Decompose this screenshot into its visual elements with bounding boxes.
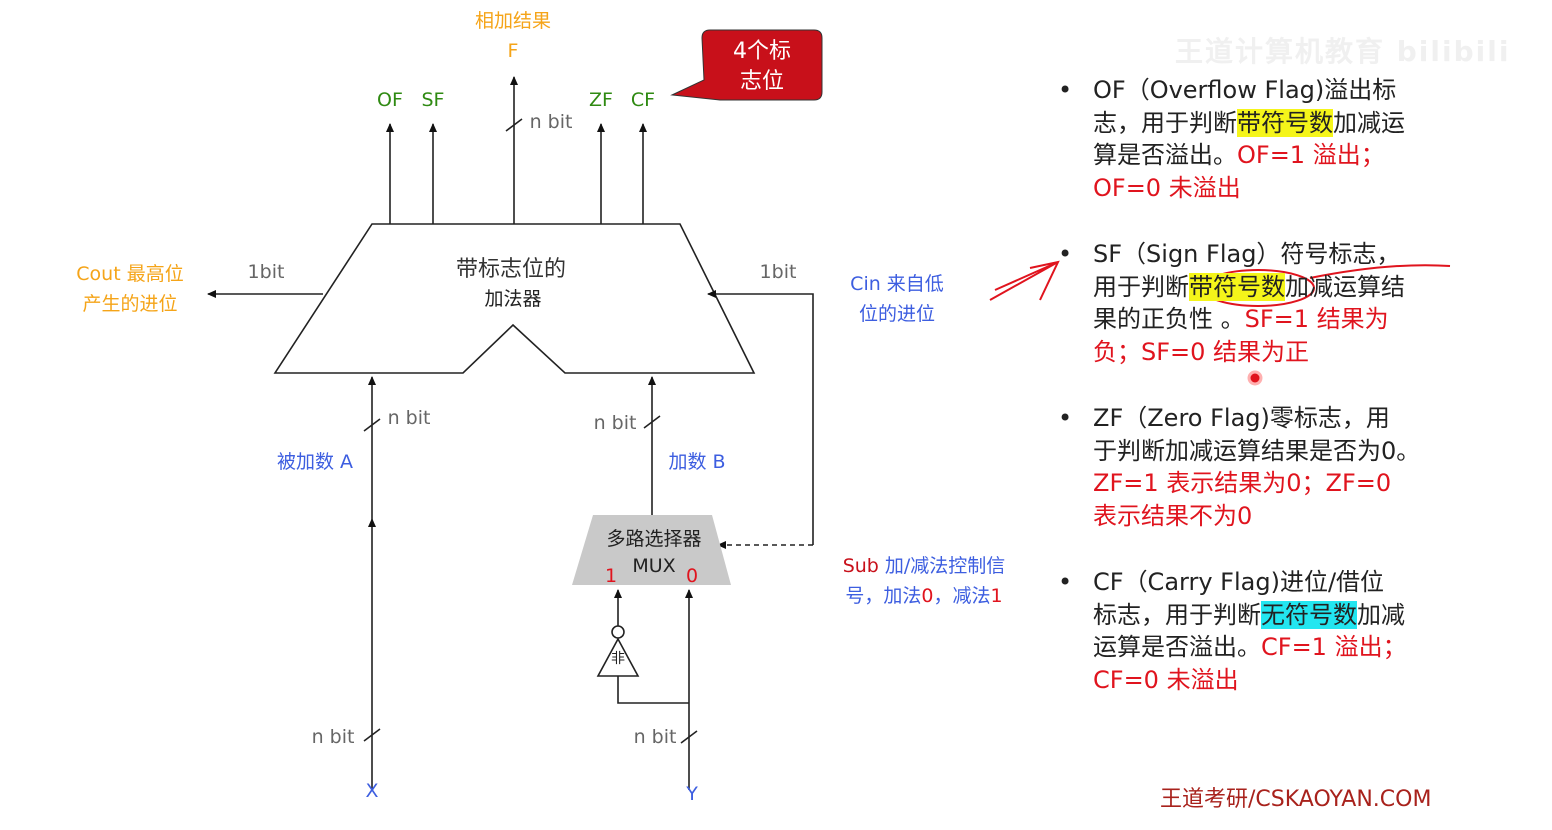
highlight-signed: 带符号数: [1237, 108, 1333, 137]
adder-label-2: 加法器: [484, 288, 541, 310]
cout-width: 1bit: [248, 261, 285, 283]
note-red: CF=1 溢出；: [1261, 633, 1407, 661]
note-text: 加减: [1357, 600, 1405, 629]
mux-title: 多路选择器: [606, 528, 701, 550]
highlight-unsigned: 无符号数: [1261, 600, 1357, 629]
sub-label-2: 号，加法0，减法1: [845, 585, 1002, 607]
input-y: Y: [685, 783, 698, 805]
note-red: ZF=1 表示结果为0；ZF=0: [1093, 469, 1392, 497]
note-red: CF=0 未溢出: [1093, 665, 1239, 694]
watermark: 王道计算机教育 bilibili: [1175, 35, 1511, 68]
mux-input-1: 1: [605, 565, 617, 587]
note-red: 表示结果不为0: [1093, 501, 1253, 530]
nbit-label: n bit: [530, 111, 573, 133]
cout-label-2: 产生的进位: [82, 293, 177, 315]
note-text: 运算是否溢出。: [1093, 633, 1261, 661]
cursor-dot: [1247, 370, 1263, 386]
note-sf: • SF（Sign Flag）符号标志， 用于判断带符号数加减运算结 果的正负性…: [1058, 238, 1538, 368]
not-bubble: [611, 625, 625, 639]
note-red: OF=0 未溢出: [1093, 173, 1241, 202]
mux-shape: [572, 515, 731, 585]
flag-of: OF: [377, 89, 403, 111]
note-zf: • ZF（Zero Flag)零标志，用 于判断加减运算结果是否为0。 ZF=1…: [1058, 402, 1538, 532]
note-text: 用于判断: [1093, 272, 1189, 301]
bullet: •: [1058, 240, 1073, 268]
flag-notes: • OF（Overflow Flag)溢出标 志，用于判断带符号数加减运 算是否…: [1058, 74, 1538, 730]
bullet: •: [1058, 76, 1073, 104]
operand-b-label: 加数 B: [668, 451, 725, 473]
note-text: SF（Sign Flag）符号标志，: [1093, 240, 1401, 268]
x-width: n bit: [312, 726, 355, 748]
mux-name: MUX: [632, 555, 675, 577]
note-red: 负；SF=0 结果为正: [1093, 337, 1310, 366]
note-red: OF=1 溢出；: [1237, 141, 1385, 169]
cin-width: 1bit: [760, 261, 797, 283]
cout-label-1: Cout 最高位: [76, 263, 183, 285]
note-red: SF=1 结果为: [1244, 305, 1389, 333]
note-text: 志，用于判断: [1093, 108, 1237, 137]
note-text: CF（Carry Flag)进位/借位: [1093, 568, 1385, 596]
sum-symbol: F: [508, 40, 519, 62]
adder-label-1: 带标志位的: [456, 257, 566, 282]
note-cf: • CF（Carry Flag)进位/借位 标志，用于判断无符号数加减 运算是否…: [1058, 566, 1538, 696]
adder-shape: [273, 223, 756, 374]
note-text: 算是否溢出。: [1093, 141, 1237, 169]
operand-a-label: 被加数 A: [277, 451, 353, 473]
bullet: •: [1058, 404, 1073, 432]
flag-cf: CF: [631, 89, 655, 111]
cin-label-1: Cin 来自低: [850, 273, 944, 295]
note-text: 加减运算结: [1285, 272, 1405, 301]
note-text: OF（Overflow Flag)溢出标: [1093, 76, 1397, 104]
footer-brand: 王道考研/CSKAOYAN.COM: [1160, 787, 1432, 812]
a-width: n bit: [388, 407, 431, 429]
cin-arrow: [707, 290, 814, 545]
b-width: n bit: [594, 412, 637, 434]
note-text: 加减运: [1333, 108, 1405, 137]
highlight-signed: 带符号数: [1189, 272, 1285, 301]
note-text: ZF（Zero Flag)零标志，用: [1093, 404, 1390, 432]
callout-line1: 4个标: [733, 39, 791, 64]
cin-label-2: 位的进位: [859, 303, 935, 325]
note-of: • OF（Overflow Flag)溢出标 志，用于判断带符号数加减运 算是否…: [1058, 74, 1538, 204]
input-x: X: [365, 780, 378, 802]
not-gate-label: 非: [611, 651, 625, 667]
note-text: 于判断加减运算结果是否为0。: [1093, 436, 1421, 465]
callout-line2: 志位: [740, 69, 784, 94]
flag-zf: ZF: [589, 89, 613, 111]
flags-callout: [670, 29, 823, 101]
bullet: •: [1058, 568, 1073, 596]
sum-label: 相加结果: [475, 10, 551, 32]
note-text: 标志，用于判断: [1093, 600, 1261, 629]
y-width: n bit: [634, 726, 677, 748]
note-text: 果的正负性 。: [1093, 305, 1245, 333]
mux-input-0: 0: [686, 565, 698, 587]
flag-sf: SF: [422, 89, 445, 111]
